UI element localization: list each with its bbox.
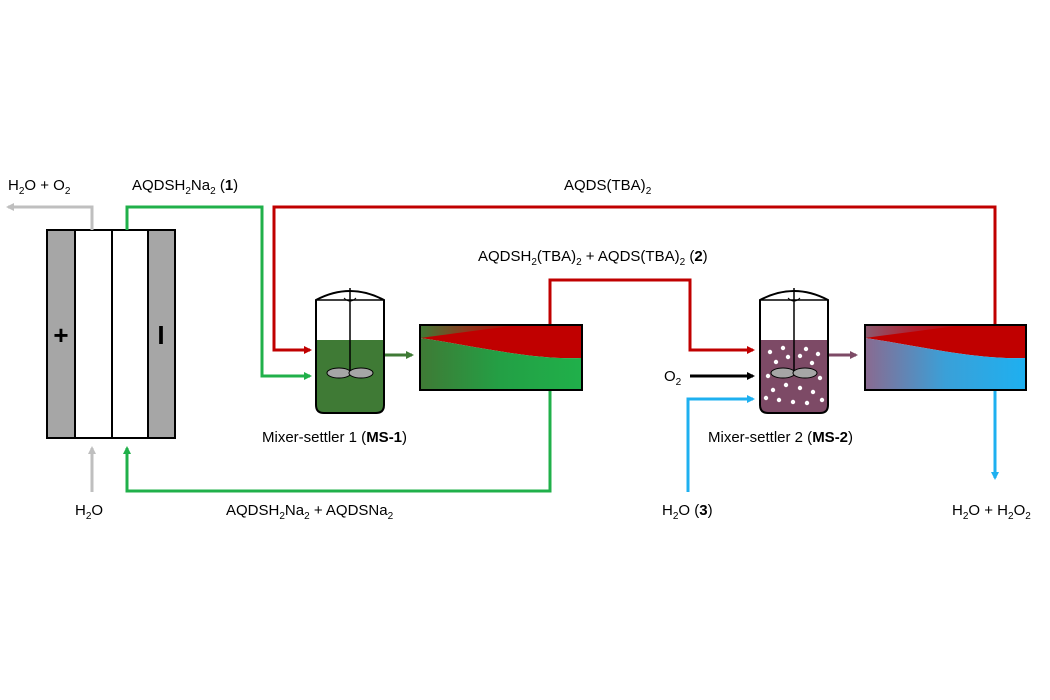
aqueous-return-label: AQDSH2Na2 + AQDSNa2 bbox=[226, 502, 394, 522]
settler-2 bbox=[864, 324, 1027, 391]
reduced-feed-label: AQDSH2Na2 (1) bbox=[132, 177, 238, 197]
organic-return-label: AQDS(TBA)2 bbox=[564, 177, 652, 197]
rotation-arrow-icon bbox=[787, 297, 801, 302]
rotation-arrow-icon bbox=[343, 297, 357, 302]
organic-transfer-line bbox=[548, 278, 755, 354]
ms2-label: Mixer-settler 2 (MS-2) bbox=[708, 429, 853, 446]
product-label: H2O + H2O2 bbox=[952, 502, 1031, 522]
mixer-settler-1 bbox=[315, 288, 583, 414]
cathode-minus-sign: I bbox=[157, 320, 164, 350]
oxygen-outlet-line bbox=[6, 203, 94, 230]
cathode-compartment bbox=[111, 229, 149, 439]
settler-1 bbox=[419, 324, 583, 391]
cell-outlet-label: H2O + O2 bbox=[8, 177, 71, 197]
electrochemical-cell: + I bbox=[46, 229, 176, 439]
organic-transfer-label: AQDSH2(TBA)2 + AQDS(TBA)2 (2) bbox=[478, 248, 708, 268]
anode-plus-sign: + bbox=[53, 320, 68, 350]
bubble-icon bbox=[763, 345, 825, 406]
agitator-icon bbox=[770, 288, 818, 379]
cathode-plate bbox=[147, 229, 176, 439]
ms1-label: Mixer-settler 1 (MS-1) bbox=[262, 429, 407, 446]
anode-compartment bbox=[74, 229, 113, 439]
mixer-settler-2 bbox=[759, 288, 1027, 414]
mixer-tank-2 bbox=[759, 288, 829, 414]
cell-water-inlet-label: H2O bbox=[75, 502, 103, 522]
anode-plate bbox=[46, 229, 76, 439]
agitator-icon bbox=[326, 288, 374, 379]
water-feed-line bbox=[686, 395, 755, 492]
water-feed-label: H2O (3) bbox=[662, 502, 713, 522]
reduced-feed-line bbox=[125, 205, 312, 380]
mixer-tank-1 bbox=[315, 288, 385, 414]
aqueous-return-line bbox=[123, 390, 552, 493]
organic-return-line bbox=[272, 205, 997, 354]
oxygen-inlet-label: O2 bbox=[664, 368, 682, 388]
